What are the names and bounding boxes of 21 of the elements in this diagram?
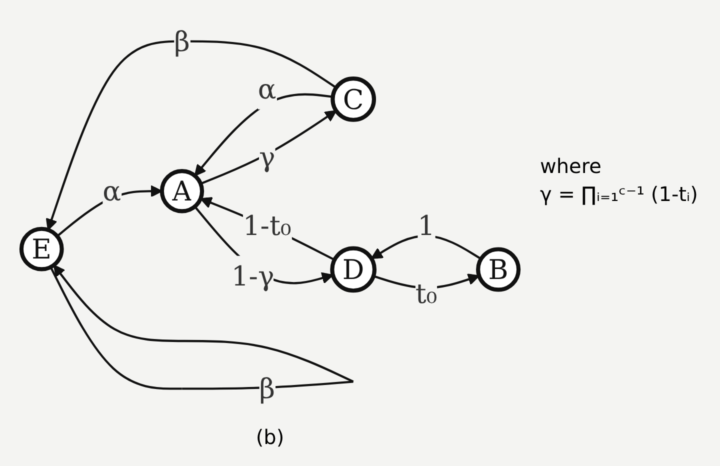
node-circle: A	[160, 169, 204, 214]
edge-label: γ	[258, 140, 276, 174]
arrow	[200, 110, 337, 185]
edge-label: 1-t₀	[242, 208, 292, 242]
note-text: γ = ∏ᵢ₌₁ᶜ⁻¹ (1-tᵢ)	[540, 182, 698, 206]
edge-label: α	[102, 174, 122, 208]
edge-label: α	[258, 72, 276, 106]
arrow	[46, 40, 337, 230]
figure-caption: (b)	[254, 425, 286, 449]
note-text: where	[540, 154, 602, 178]
node-circle: D	[330, 246, 377, 293]
edge-label: 1-γ	[231, 260, 274, 293]
edge-label: β	[174, 24, 190, 58]
node-circle: B	[476, 247, 521, 292]
edge-label: β	[259, 372, 275, 406]
node-circle: C	[330, 76, 376, 122]
arrow	[194, 93, 333, 176]
edge-label: 1	[418, 208, 436, 242]
arrow	[200, 197, 336, 261]
edge-label: t₀	[415, 276, 438, 310]
node-circle: E	[19, 226, 64, 272]
